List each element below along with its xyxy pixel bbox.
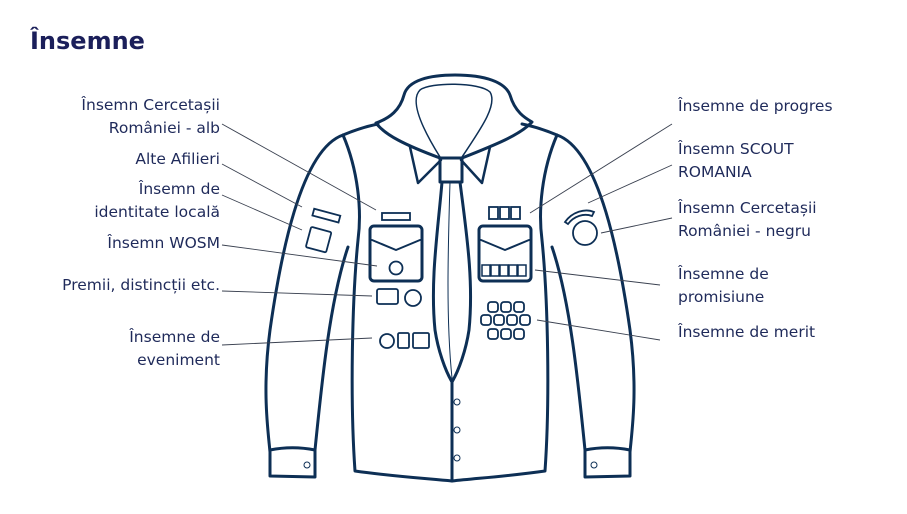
label-line: Însemne de — [678, 265, 769, 283]
label-line: României - alb — [108, 119, 220, 137]
collar-inner — [415, 83, 493, 158]
badge-progress — [488, 206, 521, 220]
right-sleeve — [550, 133, 636, 479]
badge-romania-white — [381, 212, 411, 221]
badge-affiliation — [311, 207, 342, 224]
label-line: identitate locală — [94, 203, 220, 221]
badge-event-rect — [397, 332, 410, 349]
label-romania-black: Însemn Cercetașii României - negru — [678, 197, 817, 243]
badge-event-square — [412, 332, 430, 349]
label-affiliations: Alte Afilieri — [135, 148, 220, 171]
label-line: Însemn de — [138, 180, 220, 198]
label-line: ROMANIA — [678, 163, 752, 181]
scarf-woggle — [438, 156, 464, 184]
label-awards: Premii, distincții etc. — [62, 274, 220, 297]
label-event: Însemne de eveniment — [129, 326, 220, 372]
left-pocket — [368, 224, 424, 283]
badge-local-identity — [305, 226, 333, 254]
collar-point-right — [459, 145, 492, 185]
badge-promise — [481, 264, 527, 277]
label-line: Însemn Cercetașii — [678, 199, 817, 217]
badge-award-circle — [404, 289, 422, 307]
leader-lines — [221, 123, 673, 346]
right-pocket — [477, 224, 533, 283]
badge-award-rect — [376, 288, 399, 305]
label-line: Premii, distincții etc. — [62, 276, 220, 294]
body-right — [450, 133, 559, 483]
badges — [305, 206, 598, 349]
collar-point-left — [408, 145, 443, 185]
label-line: Însemn WOSM — [107, 234, 220, 252]
collar — [374, 73, 534, 160]
label-line: Însemne de progres — [678, 97, 833, 115]
label-line: eveniment — [137, 351, 220, 369]
label-merit: Însemne de merit — [678, 321, 815, 344]
left-cuff — [268, 446, 317, 452]
body-left — [341, 133, 454, 483]
label-line: Alte Afilieri — [135, 150, 220, 168]
right-cuff — [583, 446, 632, 452]
label-line: României - negru — [678, 222, 811, 240]
badge-romania-black — [572, 220, 598, 246]
shirt-outline — [264, 73, 636, 483]
label-promise: Însemne de promisiune — [678, 263, 769, 309]
label-wosm: Însemn WOSM — [107, 232, 220, 255]
label-romania-white: Însemn Cercetașii României - alb — [81, 94, 220, 140]
label-line: Însemn SCOUT — [678, 140, 794, 158]
label-local-identity: Însemn de identitate locală — [94, 178, 220, 224]
badge-event-circle — [379, 333, 395, 349]
label-line: Însemne de — [129, 328, 220, 346]
label-line: Însemne de merit — [678, 323, 816, 341]
label-progress: Însemne de progres — [678, 95, 833, 118]
left-sleeve — [264, 133, 350, 479]
label-line: promisiune — [678, 288, 765, 306]
page-title: Însemne — [30, 27, 145, 55]
scarf — [431, 180, 473, 384]
badge-scout-romania — [563, 209, 596, 226]
badge-wosm — [388, 260, 404, 276]
label-line: Însemn Cercetașii — [81, 96, 220, 114]
badge-merit — [480, 301, 531, 340]
buttons — [303, 398, 598, 469]
label-scout-romania: Însemn SCOUT ROMANIA — [678, 138, 794, 184]
